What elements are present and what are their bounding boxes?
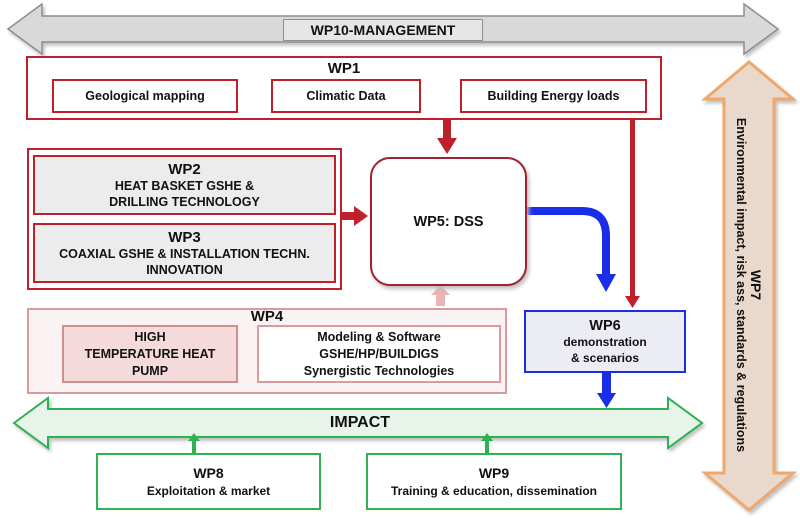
wp3-box: WP3 COAXIAL GSHE & INSTALLATION TECHN. I… [33,223,336,283]
wp4-modeling-line: Synergistic Technologies [303,363,455,378]
wp3-title: WP3 [168,228,201,246]
wp1-item-label: Building Energy loads [487,89,620,103]
wp4-to-wp5-arrow-shaft [436,292,445,306]
wp9-title: WP9 [478,465,510,481]
wp23-to-wp5-arrow-shaft [342,212,356,220]
wp1-to-wp6-arrow-head [625,296,640,308]
wp4-modeling-line: GSHE/HP/BUILDIGS [319,346,439,361]
wp7-label-group: WP7 Environmental impact, risk ass, stan… [729,95,769,475]
wp1-to-wp6-arrow-shaft [630,114,635,298]
wp1-title: WP1 [327,60,361,77]
impact-wp9-arrow-shaft [485,440,489,454]
impact-label: IMPACT [329,414,391,431]
impact-wp8-arrow-shaft [192,440,196,454]
wp5-label: WP5: DSS [413,213,484,230]
wp4-heat-pump-line: TEMPERATURE HEAT [84,346,216,361]
wp1-item-geological-mapping: Geological mapping [52,79,238,113]
wp2-line2: DRILLING TECHNOLOGY [109,194,260,209]
wp1-item-climatic-data: Climatic Data [271,79,421,113]
impact-wp8-arrow-head [188,433,200,441]
wp3-line1: COAXIAL GSHE & INSTALLATION TECHN. [59,246,310,261]
wp1-item-building-energy-loads: Building Energy loads [460,79,647,113]
wp4-modeling-box: Modeling & Software GSHE/HP/BUILDIGS Syn… [257,325,501,383]
wp6-title: WP6 [589,317,621,334]
wp5-to-wp6-arrow-shaft [527,207,610,276]
wp4-heat-pump-line: HIGH [134,329,166,344]
impact-double-arrow [12,396,704,450]
wp4-modeling-line: Modeling & Software [317,329,441,344]
wp4-title: WP4 [250,308,284,325]
wp4-to-wp5-arrow-head [431,285,450,295]
wp1-to-wp5-arrow-head [437,138,457,154]
wp8-title: WP8 [193,465,224,481]
wp10-label-box: WP10-MANAGEMENT [283,19,483,41]
wp1-item-label: Climatic Data [306,89,386,103]
wp2-box: WP2 HEAT BASKET GSHE & DRILLING TECHNOLO… [33,155,336,215]
wp7-line1: Environmental impact, risk ass, standard… [734,117,748,453]
wp5-to-wp6-arrow-head [596,274,616,292]
wp5-dss-box: WP5: DSS [370,157,527,286]
wp1-to-wp5-arrow-shaft [443,120,451,140]
wp8-subtitle: Exploitation & market [146,484,271,498]
wp10-label: WP10-MANAGEMENT [310,22,456,38]
wp3-line2: INNOVATION [146,262,223,277]
wp9-subtitle: Training & education, dissemination [390,484,598,498]
wp6-to-impact-arrow-head [597,393,616,408]
wp7-title: WP7 [748,269,764,301]
wp23-to-wp5-arrow-head [354,206,368,226]
wp6-line2: & scenarios [570,350,640,365]
wp8-box: WP8 Exploitation & market [96,453,321,510]
wp2-line1: HEAT BASKET GSHE & [114,178,255,193]
wp4-heat-pump-box: HIGH TEMPERATURE HEAT PUMP [62,325,238,383]
wp6-box: WP6 demonstration & scenarios [524,310,686,373]
wp4-heat-pump-line: PUMP [131,363,169,378]
wp7-double-arrow [700,60,798,512]
impact-wp9-arrow-head [481,433,493,441]
wp1-item-label: Geological mapping [85,89,205,103]
wp6-line1: demonstration [563,334,647,349]
wp6-to-impact-arrow-shaft [602,373,611,395]
wp9-box: WP9 Training & education, dissemination [366,453,622,510]
wp2-title: WP2 [168,160,201,178]
